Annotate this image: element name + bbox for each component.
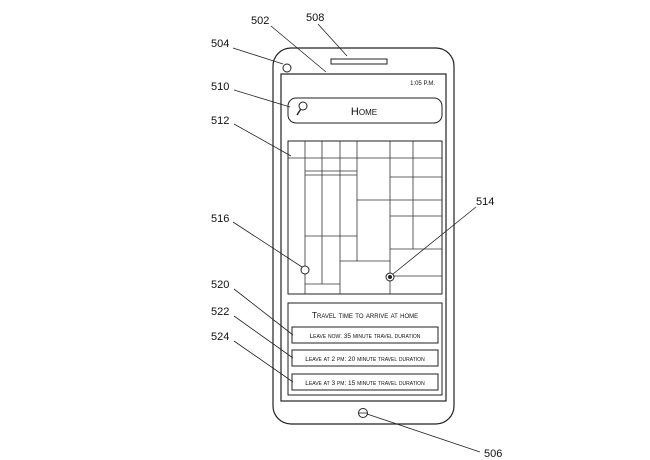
travel-panel-title: Travel time to arrive at home: [312, 310, 418, 320]
option-leave-3pm-label: Leave at 3 pm: 15 minute travel duration: [305, 380, 425, 387]
search-bar[interactable]: Home: [288, 98, 442, 123]
ref-option-2pm: 522: [211, 306, 229, 318]
speaker-grille: [331, 59, 387, 64]
ref-home-button: 506: [484, 448, 502, 460]
map-frame: [288, 141, 442, 294]
destination-marker[interactable]: [386, 273, 394, 281]
map[interactable]: [288, 141, 442, 294]
ref-phone: 502: [251, 15, 269, 27]
option-leave-now-label: Leave now: 35 minute travel duration: [310, 333, 421, 340]
search-query: Home: [351, 106, 377, 118]
option-leave-2pm[interactable]: Leave at 2 pm: 20 minute travel duration: [292, 350, 438, 366]
ref-current-location-marker: 516: [211, 213, 229, 225]
option-leave-2pm-label: Leave at 2 pm: 20 minute travel duration: [305, 356, 425, 363]
home-button[interactable]: [359, 409, 368, 418]
ref-destination-marker: 514: [476, 196, 494, 208]
current-location-marker[interactable]: [301, 266, 309, 274]
ref-camera: 504: [211, 38, 229, 50]
status-time: 1:05 P.M.: [410, 81, 435, 87]
ref-option-now: 520: [211, 279, 229, 291]
camera-icon: [283, 64, 291, 72]
ref-map: 512: [211, 115, 229, 127]
ref-speaker: 508: [306, 12, 324, 24]
option-leave-3pm[interactable]: Leave at 3 pm: 15 minute travel duration: [292, 374, 438, 390]
option-leave-now[interactable]: Leave now: 35 minute travel duration: [292, 327, 438, 343]
travel-panel: Travel time to arrive at home Leave now:…: [288, 303, 442, 395]
ref-search-bar: 510: [211, 81, 229, 93]
ref-option-3pm: 524: [211, 331, 229, 343]
